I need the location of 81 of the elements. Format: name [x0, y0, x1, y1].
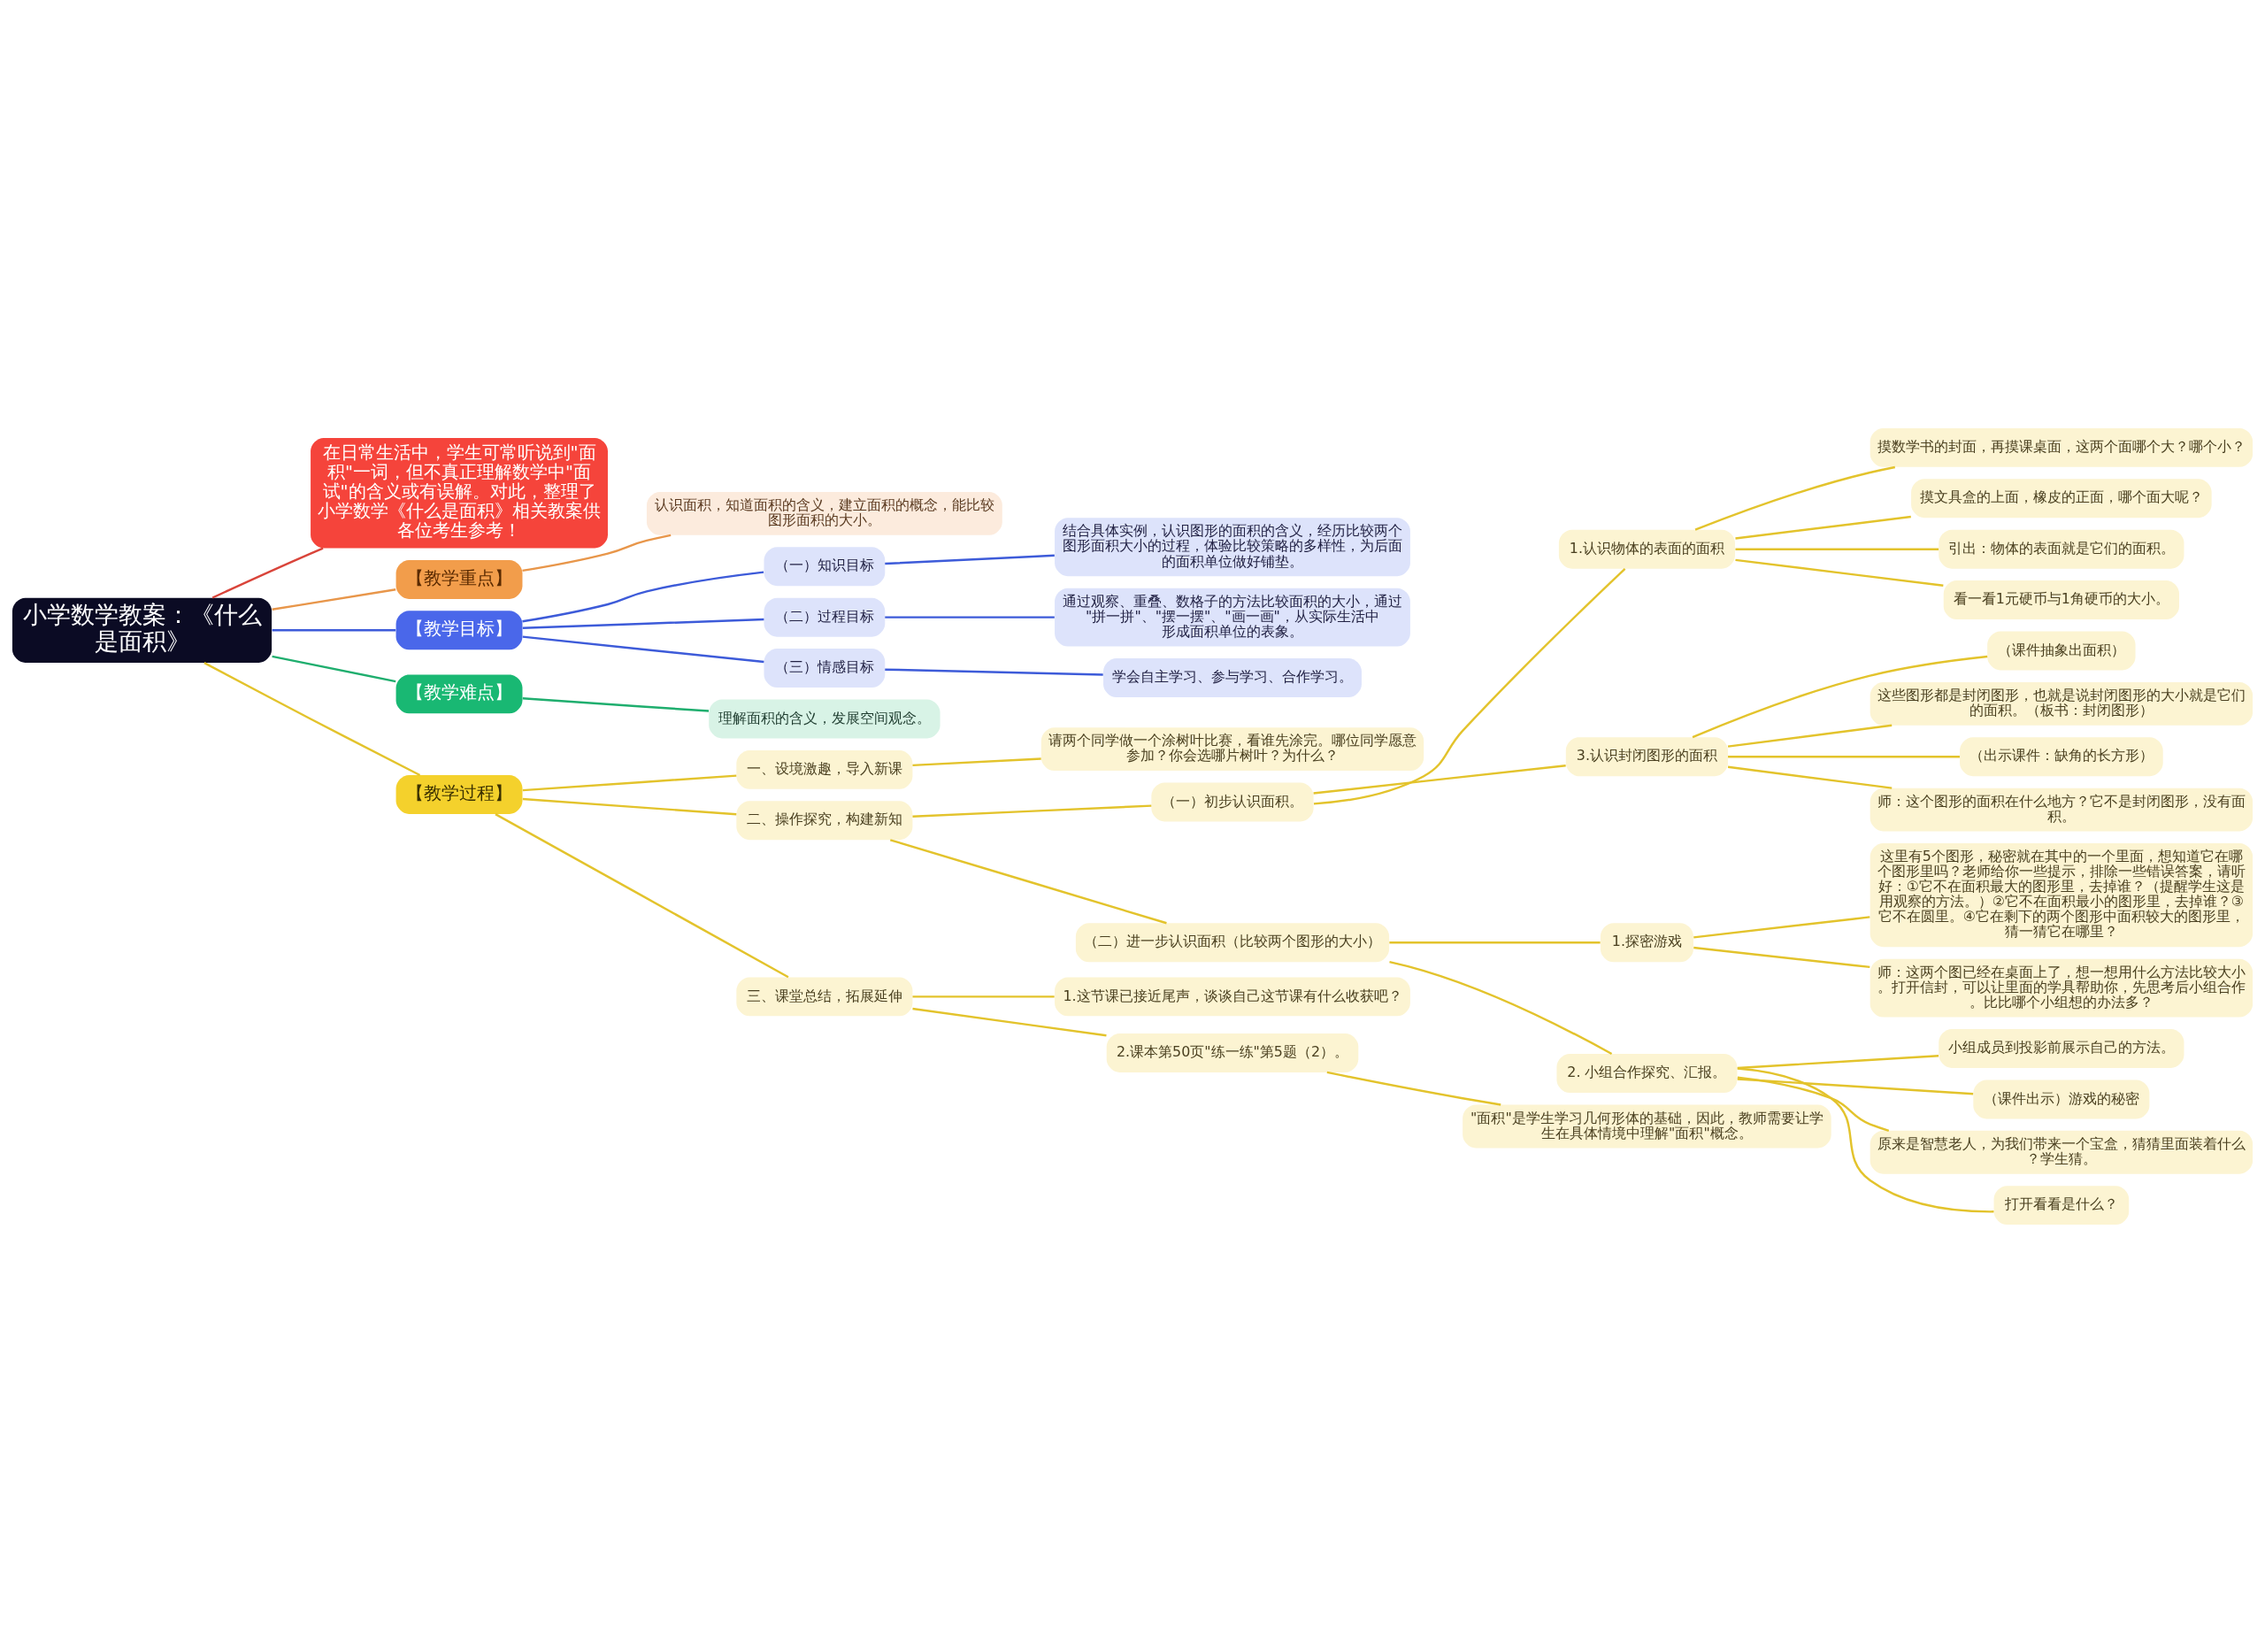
connector — [272, 628, 396, 631]
node-box: "面积"是学生学习几何形体的基础，因此，教师需要让学生在具体情境中理解"面积"概念。 — [1463, 1104, 1831, 1148]
node-box: （一）初步认识面积。 — [1151, 782, 1314, 821]
node-box: 【教学难点】 — [395, 673, 523, 713]
connector — [1728, 755, 1960, 757]
connector — [1735, 547, 1939, 550]
connector — [522, 618, 764, 629]
node-box: 一、设境激趣，导入新课 — [736, 749, 913, 789]
connector — [912, 803, 1152, 818]
node-box: （三）情感目标 — [764, 648, 886, 688]
node-box: 三、课堂总结，拓展延伸 — [736, 976, 913, 1016]
node-box: 请两个同学做一个涂树叶比赛，看谁先涂完。哪位同学愿意参加？你会选哪片树叶？为什么？ — [1040, 726, 1424, 771]
connector — [1389, 941, 1601, 944]
connector — [522, 797, 737, 815]
connector — [1735, 515, 1911, 540]
node-box: 1.探密游戏 — [1600, 922, 1693, 962]
node-box: （课件出示）游戏的秘密 — [1973, 1079, 2150, 1118]
node-box: 【教学重点】 — [395, 559, 523, 599]
node-box: 小学数学教案：《什么是面积》 — [12, 597, 273, 663]
node-box: 摸文具盒的上面，橡皮的正面，哪个面大呢？ — [1911, 478, 2212, 518]
connector — [1313, 567, 1626, 805]
connector — [1389, 960, 1613, 1055]
connector — [522, 696, 710, 712]
connector — [272, 588, 396, 611]
node-box: 1.这节课已接近尾声，谈谈自己这节课有什么收获吧？ — [1055, 976, 1410, 1016]
connector — [1737, 1077, 1974, 1095]
node-box: 小组成员到投影前展示自己的方法。 — [1939, 1028, 2184, 1068]
node-box: 通过观察、重叠、数格子的方法比较面积的大小，通过"拼一拼"、"摆一摆"、"画一画"，从实际生活中形成面积单位的表象。 — [1055, 588, 1410, 647]
node-box: （课件抽象出面积） — [1987, 631, 2136, 670]
connector — [885, 615, 1055, 619]
connector — [522, 634, 764, 663]
node-box: 结合具体实例，认识图形的面积的含义，经历比较两个图形面积大小的过程，体验比较策略的多样性，为后面的面积单位做好铺垫。 — [1055, 517, 1410, 576]
connector — [1694, 465, 1895, 531]
connector — [889, 838, 1167, 924]
node-box: 学会自主学习、参与学习、合作学习。 — [1103, 657, 1362, 697]
connector — [912, 995, 1055, 998]
node-box: 师：这个图形的面积在什么地方？它不是封闭图形，没有面积。 — [1870, 788, 2253, 831]
connector — [1735, 558, 1944, 587]
connector — [1737, 1066, 1994, 1213]
node-box: 1.认识物体的表面的面积 — [1558, 529, 1735, 569]
node-box: （二）进一步认识面积（比较两个图形的大小） — [1075, 922, 1390, 962]
connector — [1737, 1054, 1939, 1069]
node-box: 认识面积，知道面积的含义，建立面积的概念，能比较图形面积的大小。 — [646, 491, 1002, 535]
node-box: 这些图形都是封闭图形，也就是说封闭图形的大小就是它们的面积。（板书：封闭图形） — [1870, 681, 2253, 726]
node-box: 打开看看是什么？ — [1993, 1185, 2130, 1225]
connector — [522, 773, 737, 791]
connector — [885, 554, 1055, 565]
connector — [1693, 915, 1870, 939]
node-box: 原来是智慧老人，为我们带来一个宝盒，猜猜里面装着什么？学生猜。 — [1870, 1130, 2253, 1174]
node-box: 2. 小组合作探究、汇报。 — [1556, 1053, 1738, 1093]
connector — [211, 546, 324, 599]
node-box: （出示课件：缺角的长方形） — [1960, 736, 2163, 776]
connector — [272, 655, 396, 682]
connector — [1313, 764, 1566, 795]
node-box: （二）过程目标 — [764, 597, 886, 637]
node-box: 师：这两个图已经在桌面上了，想一想用什么方法比较大小。打开信封，可以让里面的学具帮助你，先思考后小组合作。比比哪个小组想的办法多？ — [1870, 958, 2253, 1018]
connector — [1692, 655, 1988, 738]
node-box: 二、操作探究，构建新知 — [736, 800, 913, 840]
connector — [1727, 765, 1893, 789]
node-box: 【教学过程】 — [395, 774, 523, 814]
connector — [912, 1007, 1107, 1037]
node-box: 在日常生活中，学生可常听说到"面积"一词，但不真正理解数学中"面试"的含义或有误解。对此，整理了小学数学《什么是面积》相关教案供各位考生参考！ — [311, 437, 608, 548]
node-box: 3.认识封闭图形的面积 — [1565, 736, 1729, 776]
node-box: 2.课本第50页"练一练"第5题（2）。 — [1106, 1033, 1359, 1072]
connector — [885, 667, 1103, 676]
connector — [1727, 724, 1893, 748]
node-box: 这里有5个图形，秘密就在其中的一个里面，想知道它在哪个图形里吗？老师给你一些提示，排除一些错误答案，请听好：①它不在面积最大的图形里，去掉谁？（提醒学生这是用观察的方法。）②它不在面积最小的图形里，去掉谁？③它不在圆里。④它在剩下的两个图形中面积较大的图形里，猜一猜它在哪里？ — [1870, 842, 2253, 947]
connector — [495, 812, 789, 978]
connector — [1693, 946, 1870, 968]
node-box: 引出：物体的表面就是它们的面积。 — [1939, 529, 2184, 569]
connector — [522, 570, 764, 622]
node-box: 【教学目标】 — [395, 610, 523, 649]
connector — [1326, 1071, 1501, 1106]
node-box: 理解面积的含义，发展空间观念。 — [709, 699, 941, 738]
connector — [203, 661, 421, 776]
connector — [912, 757, 1041, 766]
node-box: （一）知识目标 — [764, 546, 886, 586]
node-box: 摸数学书的封面，再摸课桌面，这两个面哪个大？哪个小？ — [1870, 427, 2253, 467]
connector — [1737, 1075, 1890, 1132]
connector — [522, 534, 672, 572]
node-box: 看一看1元硬币与1角硬币的大小。 — [1943, 580, 2179, 619]
